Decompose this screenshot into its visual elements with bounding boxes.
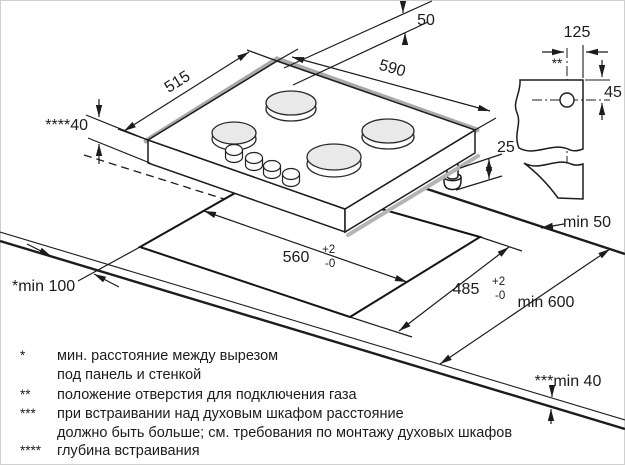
hidden-wall-line — [83, 154, 225, 200]
ext-line — [246, 49, 278, 62]
knob — [262, 159, 282, 180]
ext-line — [349, 316, 413, 338]
ext-line — [85, 114, 149, 141]
burner-front — [306, 143, 362, 178]
label-mount-depth: ****40 — [45, 117, 88, 134]
knob — [244, 151, 264, 172]
footnote-marker: **** — [20, 443, 42, 458]
dim-cutout-width-line — [203, 210, 408, 283]
dim-rear-clearance-arrow — [540, 222, 565, 230]
label-cutout-width-group: 560 +2 -0 — [283, 244, 336, 270]
label-cutout-depth: 485 — [453, 281, 480, 298]
panel-upper-part — [514, 79, 584, 152]
label-tolerance-plus: +2 — [322, 244, 335, 256]
label-tolerance-plus: +2 — [492, 276, 505, 288]
dim-side-clearance-arrow — [93, 273, 120, 288]
footnote-text: должно быть больше; см. требования по мо… — [57, 425, 512, 441]
label-rear-offset: 50 — [417, 12, 435, 29]
burner-back — [265, 90, 317, 122]
label-hole-x: 125 — [564, 24, 591, 41]
footnote-marker: ** — [20, 387, 31, 402]
label-bottom-clearance: ***min 40 — [535, 373, 602, 390]
ext-line — [474, 117, 497, 131]
ext-line — [292, 21, 429, 86]
label-rear-clearance: min 50 — [563, 214, 611, 231]
dimension-labels: 515 590 50 ****40 25 125 ** 45 min 50 mi… — [12, 12, 622, 390]
label-cutout-depth-group: 485 +2 -0 — [453, 276, 506, 302]
label-tolerance-minus: -0 — [495, 290, 505, 302]
ext-line — [283, 0, 433, 69]
footnote-text: под панель и стенкой — [57, 367, 201, 383]
ext-line — [459, 153, 503, 169]
worktop-back-edge-line — [423, 186, 625, 256]
label-hob-width: 590 — [377, 57, 407, 81]
dim-hob-depth-line — [123, 51, 250, 132]
footnote-text: положение отверстия для подключения газа — [57, 387, 358, 403]
dim-side-clearance-arrow — [26, 243, 52, 257]
control-knobs — [224, 143, 301, 188]
footnote-text: глубина встраивания — [57, 443, 200, 459]
label-hole-y: 45 — [604, 84, 622, 101]
hob-soft-shadow — [346, 154, 480, 237]
label-cutout-width: 560 — [283, 249, 310, 266]
dim-hob-width-line — [291, 56, 491, 112]
worktop-front-lower-line — [0, 239, 625, 431]
gas-hole — [559, 92, 575, 108]
panel-lower-part — [523, 161, 584, 200]
label-tolerance-minus: -0 — [325, 258, 335, 270]
label-worktop-depth: min 600 — [518, 294, 575, 311]
ext-line — [87, 137, 151, 164]
knob — [281, 167, 301, 188]
worktop-front-edge-line — [0, 231, 625, 421]
label-hole-marker: ** — [552, 56, 563, 71]
footnote-marker: *** — [20, 406, 37, 421]
footnote-text: при встраивании над духовым шкафом расст… — [57, 406, 404, 422]
worktop-layer — [0, 154, 625, 431]
footnote-marker: * — [20, 348, 26, 363]
dim-worktop-depth-line — [439, 248, 611, 365]
footnote-text: мин. расстояние между вырезом — [57, 348, 278, 364]
label-side-clearance: *min 100 — [12, 278, 75, 295]
cutout-extension-line — [77, 246, 141, 282]
footnotes: * мин. расстояние между вырезом под пане… — [20, 348, 512, 459]
ext-line — [455, 175, 503, 191]
label-pipe-height: 25 — [497, 139, 515, 156]
ext-line — [479, 236, 523, 252]
ext-line — [276, 48, 299, 62]
knob — [224, 143, 244, 164]
hob-dimensions — [85, 0, 503, 191]
burner-right — [361, 118, 415, 150]
side-panel-detail — [514, 45, 610, 200]
